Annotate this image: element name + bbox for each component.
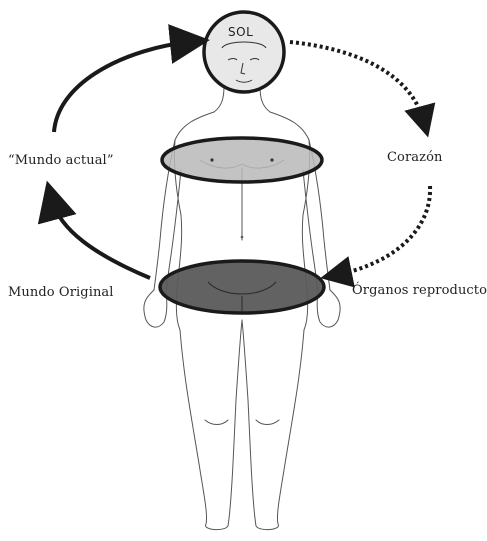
left-leg-outline [180, 320, 242, 530]
sol-label: SOL [228, 25, 253, 39]
arrow-corazon-to-organos [336, 186, 430, 275]
shoulders-outline [175, 112, 309, 140]
knee-right [256, 420, 279, 425]
organos-reproductores-label: Órganos reproductores [352, 283, 487, 298]
mundo-actual-label: “Mundo actual” [8, 153, 114, 168]
arrow-sol-to-corazon [290, 42, 424, 122]
corazon-label: Corazón [387, 150, 443, 165]
heart-ellipse [162, 138, 322, 182]
right-leg-outline [242, 320, 304, 530]
nipple-left [210, 158, 213, 161]
navel [241, 236, 244, 239]
knee-left [205, 420, 228, 425]
arrow-mundo-actual-to-sol [54, 42, 190, 132]
mundo-original-label: Mundo Original [8, 285, 114, 300]
arrow-mundo-original-to-actual [52, 200, 150, 278]
head-sol-circle [204, 12, 284, 92]
nipple-right [270, 158, 273, 161]
